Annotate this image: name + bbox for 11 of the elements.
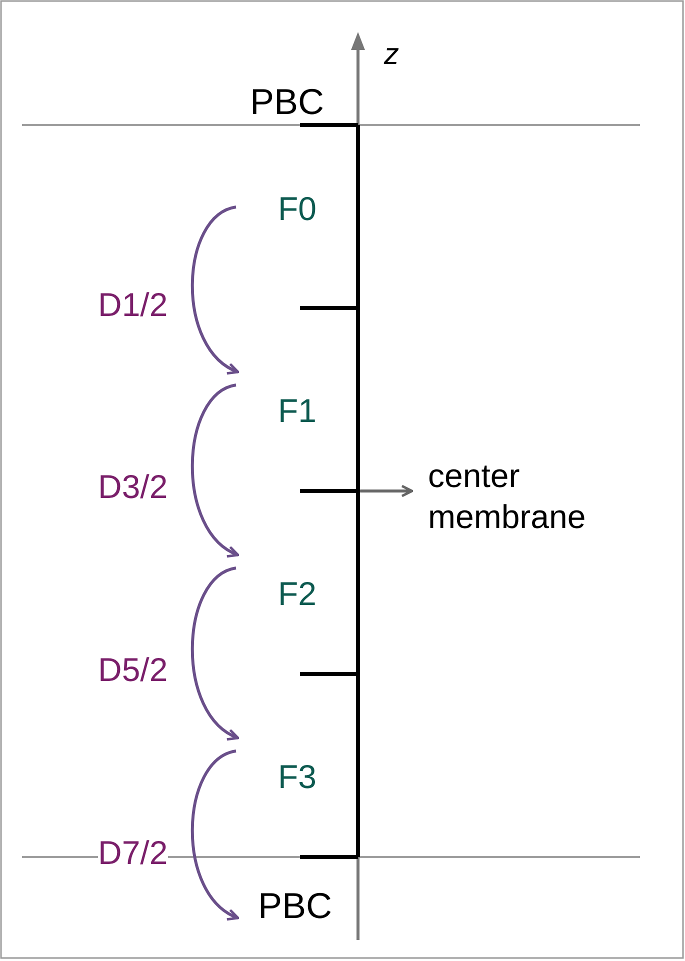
- annotation-text: center membrane: [426, 455, 676, 550]
- state-label: F2: [236, 555, 336, 617]
- arrow: [360, 484, 414, 498]
- arrow: [190, 750, 240, 920]
- arrow: [190, 384, 240, 556]
- state-label: F1: [236, 372, 336, 434]
- state-label: F3: [236, 738, 336, 800]
- arrow: [190, 206, 240, 374]
- arrow: [190, 566, 240, 740]
- axis-label: z: [384, 40, 399, 70]
- state-label: F0: [236, 182, 336, 242]
